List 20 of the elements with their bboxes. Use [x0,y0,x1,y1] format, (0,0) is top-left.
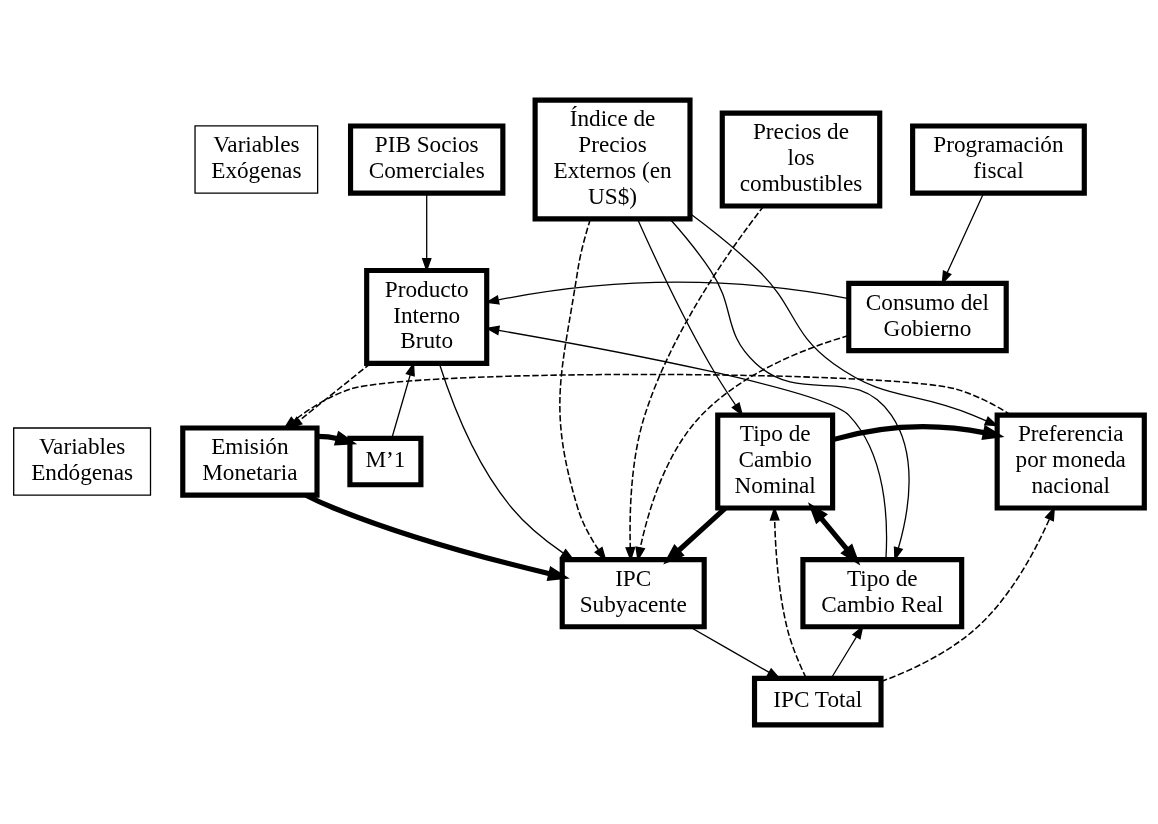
node-box: Programación fiscal [910,122,1087,196]
node-box: Consumo del Gobierno [846,280,1009,353]
node-box: Preferencia por moneda nacional [994,412,1147,511]
arrow [317,430,358,445]
node-box: IPC Total [751,675,884,727]
node-box: M’1 [347,435,424,487]
node-box: Tipo de Cambio Real [800,556,965,629]
node-box: Precios de los combustibles [719,110,883,209]
arrow [832,423,1005,442]
arrow [304,492,570,581]
arrow [636,218,744,416]
node-box: IPC Subyacente [559,556,707,629]
node-box: Variables Endógenas [13,426,152,496]
node-box: PIB Socios Comerciales [347,122,506,196]
node-box: Variables Exógenas [194,124,319,194]
node-box: Índice de Precios Externos (en US$) [532,97,693,221]
node-box: Tipo de Cambio Nominal [715,412,836,511]
node-box: Producto Interno Bruto [364,267,490,366]
arrow [807,501,861,565]
node-box: Emisión Monetaria [180,424,320,498]
